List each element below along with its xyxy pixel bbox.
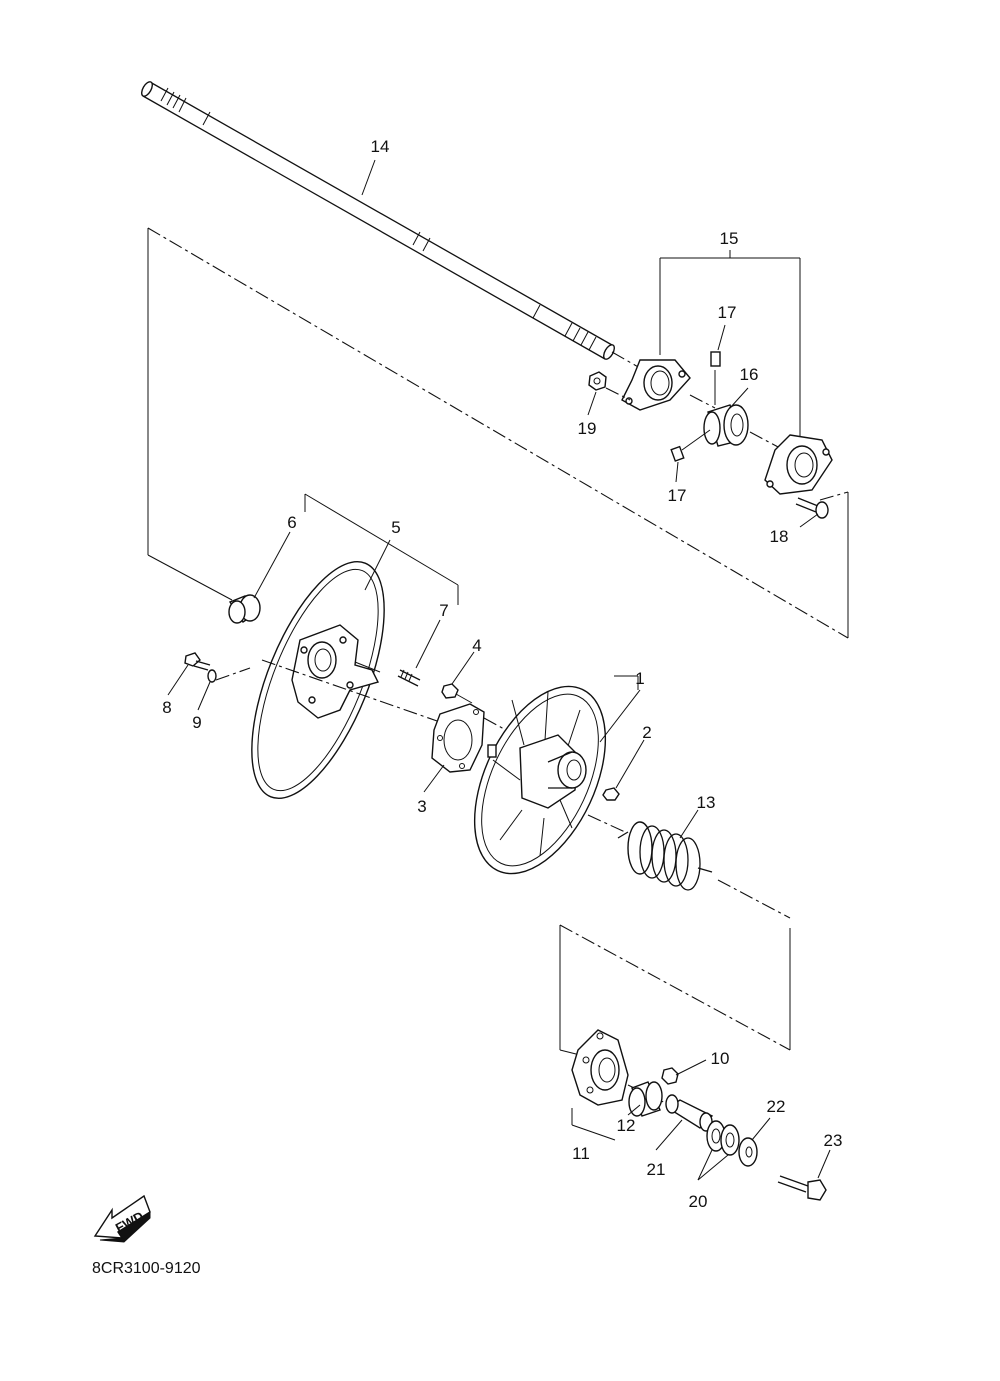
label-part-20: 20	[689, 1192, 708, 1211]
label-part-4: 4	[472, 636, 481, 655]
spacer-part-6	[228, 594, 261, 624]
label-part-1: 1	[635, 669, 644, 688]
label-part-8: 8	[162, 698, 171, 717]
label-part-14: 14	[371, 137, 390, 156]
part-labels: 14 15 17 16 19 17 18 6 5 7 4 1 8 9 2 3 1…	[162, 137, 842, 1211]
bolt-part-4	[441, 683, 473, 704]
label-part-2: 2	[642, 723, 651, 742]
bearing-housing-right	[764, 434, 833, 495]
bracket-5	[304, 493, 459, 605]
label-part-15: 15	[720, 229, 739, 248]
label-part-17-top: 17	[718, 303, 737, 322]
bolt-part-18	[795, 497, 829, 519]
spring-part-13	[617, 821, 713, 891]
nut-part-10	[661, 1067, 679, 1085]
label-part-12: 12	[617, 1116, 636, 1135]
label-part-16: 16	[740, 365, 759, 384]
leader-lines	[167, 159, 831, 1181]
drawing-code: 8CR3100-9120	[92, 1260, 201, 1277]
label-part-3: 3	[417, 797, 426, 816]
nut-part-19	[588, 371, 607, 391]
label-part-19: 19	[578, 419, 597, 438]
bearing-part-16	[703, 404, 749, 447]
bolt-part-23	[777, 1175, 827, 1201]
label-part-9: 9	[192, 713, 201, 732]
bearing-housing-left	[621, 359, 691, 411]
assembly-outline	[147, 227, 849, 639]
set-screw-17-bottom	[670, 445, 685, 462]
label-part-10: 10	[711, 1049, 730, 1068]
label-part-17-bottom: 17	[668, 486, 687, 505]
lower-assembly-outline	[559, 924, 791, 1056]
bracket-1	[614, 675, 639, 690]
bolt-part-2	[602, 787, 620, 801]
label-part-5: 5	[391, 518, 400, 537]
bolt-part-8	[184, 652, 211, 671]
washer-part-9	[207, 669, 217, 683]
label-part-23: 23	[824, 1131, 843, 1150]
bushing-part-12	[628, 1081, 663, 1117]
shaft-part-14	[141, 81, 615, 360]
cam-part-11	[571, 1029, 629, 1106]
label-part-11: 11	[572, 1144, 590, 1163]
label-part-22: 22	[767, 1097, 786, 1116]
spacer-part-20	[706, 1120, 740, 1156]
stud-part-7	[397, 669, 421, 687]
label-part-18: 18	[770, 527, 789, 546]
gasket-part-3	[431, 703, 485, 773]
label-part-7: 7	[439, 601, 448, 620]
set-screw-17-top	[710, 351, 721, 367]
movable-sheave-part-1	[473, 685, 607, 875]
label-part-6: 6	[287, 513, 296, 532]
label-part-13: 13	[697, 793, 716, 812]
collar-part-21	[665, 1094, 714, 1132]
fwd-arrow-icon: FWD	[93, 1194, 151, 1243]
washer-part-22	[738, 1137, 758, 1167]
label-part-21: 21	[647, 1160, 666, 1179]
